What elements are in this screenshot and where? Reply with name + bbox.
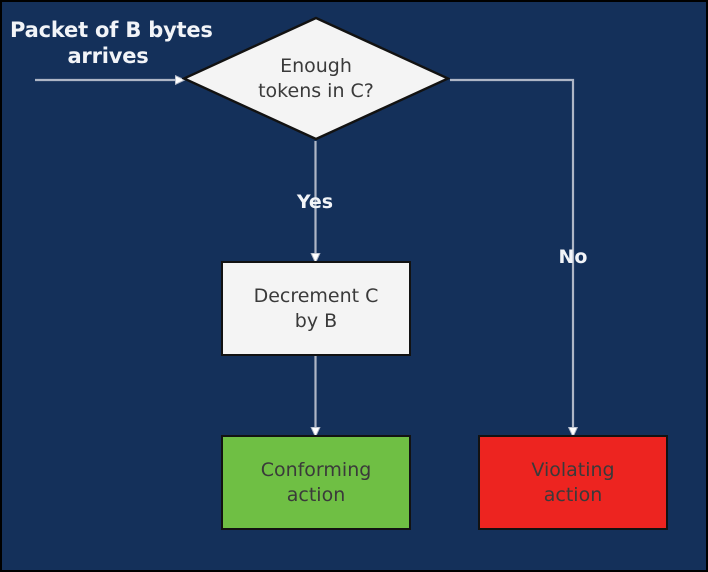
decision-node-enough-tokens[interactable]: Enough tokens in C? [182,16,450,141]
outcome-node-violating-label: Violating action [531,459,615,506]
outcome-node-conforming[interactable]: Conforming action [221,435,411,530]
diamond-shape [182,16,450,141]
edge-label-no: No [558,246,588,268]
process-node-decrement[interactable]: Decrement C by B [221,261,411,356]
process-node-decrement-label: Decrement C by B [253,285,379,332]
input-label: Packet of B bytes arrives [10,18,213,68]
outcome-node-violating[interactable]: Violating action [478,435,668,530]
edge-label-yes: Yes [296,191,334,213]
outcome-node-conforming-label: Conforming action [260,459,372,506]
